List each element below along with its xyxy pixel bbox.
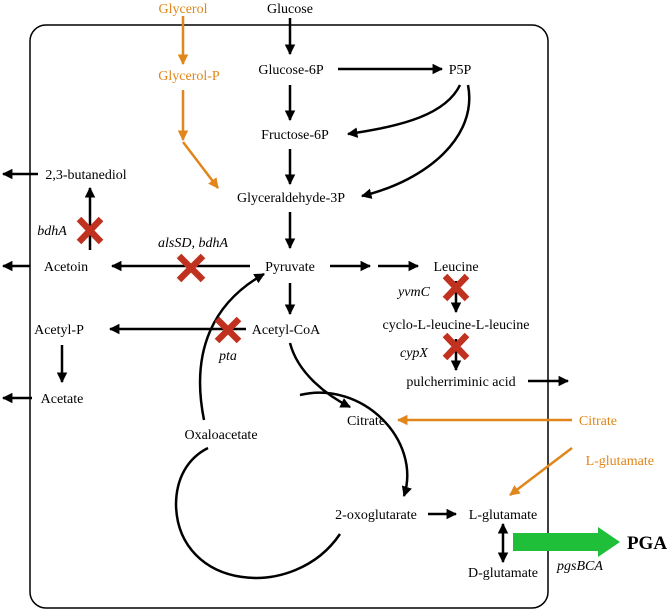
label-external-citrate: Citrate — [579, 414, 617, 429]
arrow-p5p-to-g3p — [360, 84, 471, 199]
gene-yvmc: yvmC — [396, 285, 431, 300]
label-l-glutamate: L-glutamate — [469, 508, 537, 523]
label-d-glutamate: D-glutamate — [468, 566, 538, 581]
knockout-marks — [76, 216, 470, 361]
label-acetate: Acetate — [41, 392, 84, 407]
gene-bdha: bdhA — [37, 224, 67, 239]
label-acetoin: Acetoin — [44, 260, 88, 275]
arc-oxoglutarate-to-oxaloacetate — [174, 446, 342, 580]
pga-export-arrow — [513, 527, 620, 557]
arrow-external-l-glutamate — [509, 447, 573, 496]
label-pga: PGA — [627, 533, 667, 554]
label-leucine: Leucine — [433, 260, 478, 275]
label-glyceraldehyde-3p: Glyceraldehyde-3P — [237, 191, 345, 206]
arrow-acetyl-coa-to-citrate — [288, 342, 351, 409]
label-pyruvate: Pyruvate — [265, 260, 315, 275]
label-cyclo-leucine: cyclo-L-leucine-L-leucine — [383, 318, 530, 333]
label-pulcherriminic-acid: pulcherriminic acid — [406, 375, 515, 390]
label-external-l-glutamate: L-glutamate — [586, 454, 654, 469]
label-fructose-6p: Fructose-6P — [261, 128, 329, 143]
label-acetyl-p: Acetyl-P — [34, 323, 84, 338]
knockout-x-cypx — [442, 332, 470, 361]
knockout-x-yvmc — [442, 273, 470, 302]
knockout-x-alssd-bdha — [176, 253, 206, 283]
gene-pgsbca: pgsBCA — [556, 559, 603, 574]
gene-pta: pta — [218, 349, 237, 364]
label-citrate: Citrate — [347, 414, 385, 429]
knockout-x-bdha — [76, 216, 104, 245]
gene-cypx: cypX — [400, 346, 428, 361]
knockout-x-pta — [214, 316, 242, 344]
arc-citrate-to-oxoglutarate — [299, 391, 412, 498]
arrow-oxaloacetate-to-pyruvate — [198, 272, 265, 421]
label-butanediol: 2,3-butanediol — [45, 168, 126, 183]
label-glycerol: Glycerol — [159, 2, 208, 17]
label-glycerol-p: Glycerol-P — [158, 69, 220, 84]
label-glucose-6p: Glucose-6P — [258, 63, 324, 78]
arrow-to-glyceraldehyde-3p — [182, 141, 219, 189]
arrow-p5p-to-f6p — [346, 84, 462, 138]
label-glucose: Glucose — [267, 2, 313, 17]
label-2-oxoglutarate: 2-oxoglutarate — [335, 508, 417, 523]
label-oxaloacetate: Oxaloacetate — [184, 428, 257, 443]
gene-alssd-bdha: alsSD, bdhA — [158, 236, 228, 251]
label-acetyl-coa: Acetyl-CoA — [252, 323, 321, 338]
label-p5p: P5P — [449, 63, 472, 78]
